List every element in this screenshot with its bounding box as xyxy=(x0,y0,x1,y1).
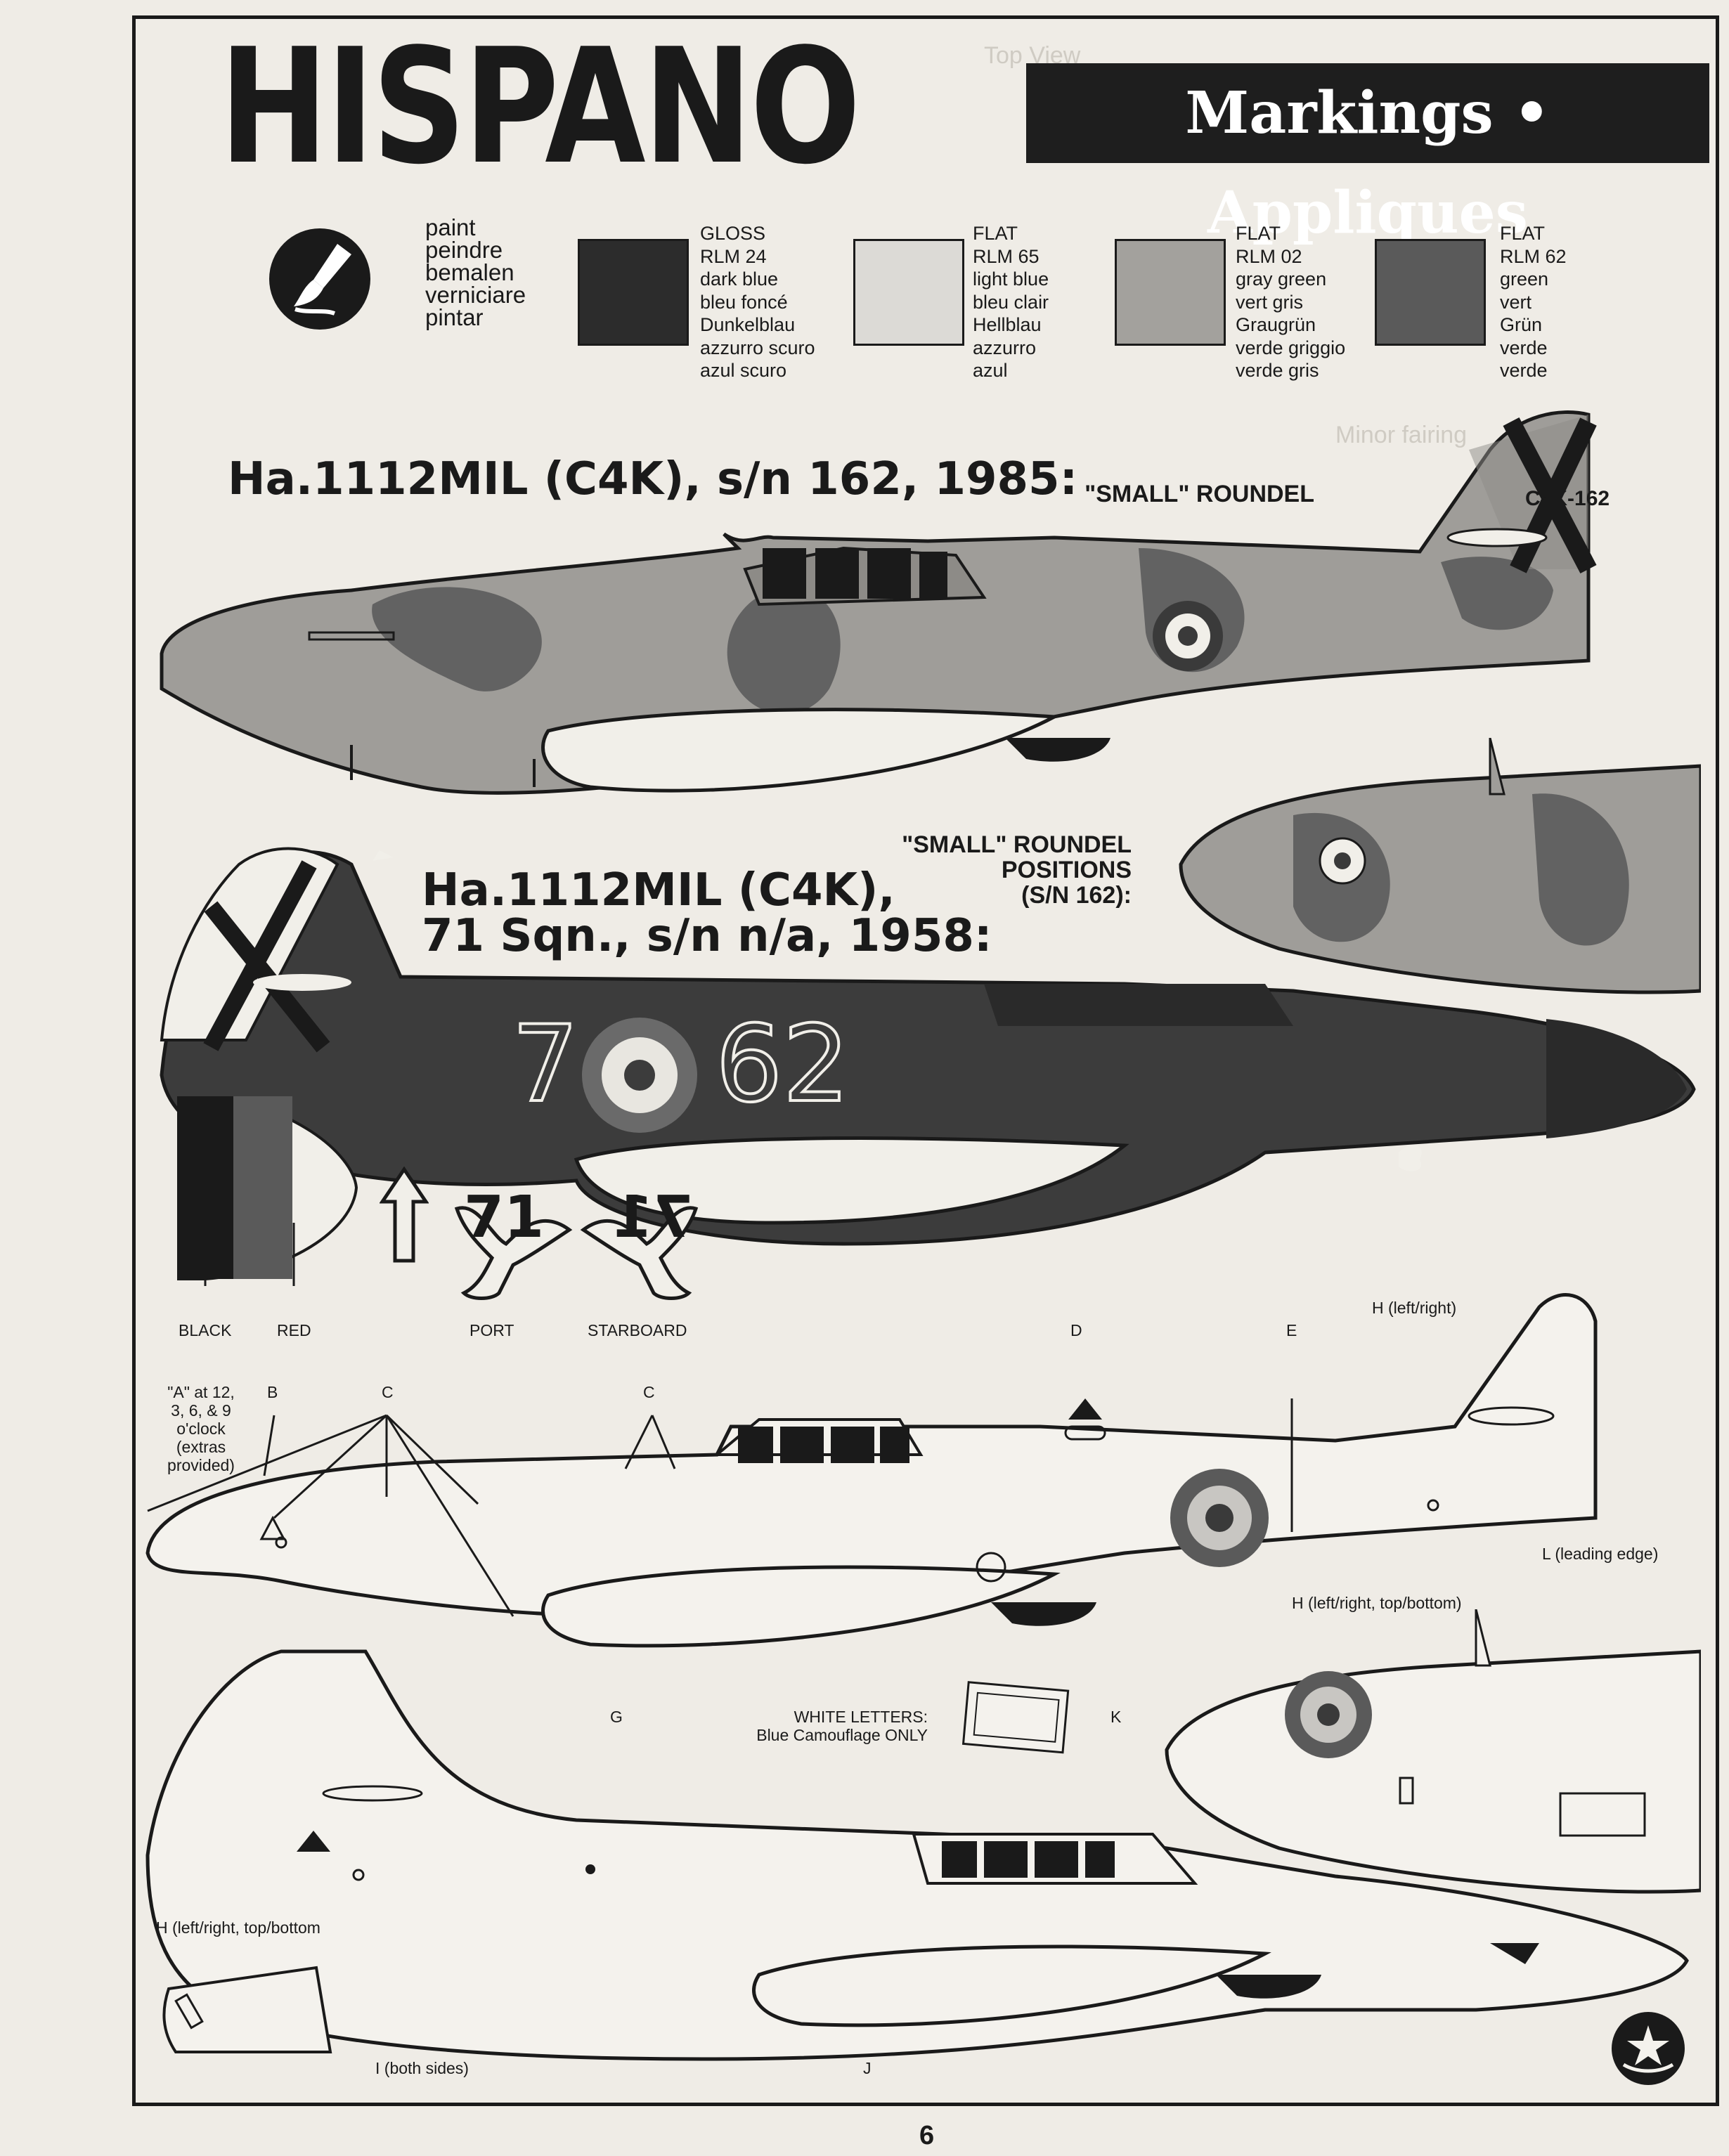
color-swatch-rlm02 xyxy=(1115,239,1226,346)
aircraft-2-title-line-2: 71 Sqn., s/n n/a, 1958: xyxy=(422,910,992,962)
tailplane-detail xyxy=(162,1966,332,2053)
label-b: B xyxy=(267,1383,278,1401)
label-l-leading-edge: L (leading edge) xyxy=(1542,1545,1659,1563)
paint-word: pintar xyxy=(425,304,484,330)
code-right: 62 xyxy=(714,1004,851,1126)
label-h-left-right-top-bottom-2: H (left/right, top/bottom xyxy=(156,1918,320,1937)
label-i-both-sides: I (both sides) xyxy=(375,2059,469,2077)
wing-underside-view xyxy=(1165,1609,1701,1894)
label-j: J xyxy=(863,2059,872,2077)
section-title: Markings • Appliques xyxy=(1026,63,1709,247)
starboard-label: STARBOARD xyxy=(588,1321,687,1339)
tail-code: C4K-162 xyxy=(1525,487,1610,510)
color-swatch-rlm62 xyxy=(1375,239,1486,346)
label-h-left-right: H (left/right) xyxy=(1372,1299,1457,1317)
color-swatch-rlm65 xyxy=(853,239,964,346)
page-frame xyxy=(132,15,1719,2106)
label-white-letters: WHITE LETTERS: Blue Camouflage ONLY xyxy=(756,1708,928,1744)
black-label: BLACK xyxy=(179,1321,232,1339)
paint-word: bemalen xyxy=(425,259,514,285)
aircraft-2-title-line-1: Ha.1112MIL (C4K), xyxy=(422,864,895,916)
spinner-color-guide xyxy=(177,1096,358,1286)
code-left: 7 xyxy=(510,1004,580,1126)
white-letters-decal xyxy=(961,1681,1070,1754)
decal-placement-side-view xyxy=(145,1293,1598,1648)
port-label: PORT xyxy=(470,1321,514,1339)
up-arrow-icon xyxy=(380,1167,429,1263)
label-k: K xyxy=(1110,1708,1122,1726)
label-c-left: C xyxy=(382,1383,394,1401)
aircraft-1-title: Ha.1112MIL (C4K), s/n 162, 1985: xyxy=(228,453,1078,505)
squadron-emblem-port xyxy=(454,1206,573,1300)
color-swatch-rlm24 xyxy=(578,239,689,346)
paint-word: verniciare xyxy=(425,282,526,308)
small-roundel-callout: "SMALL" ROUNDEL xyxy=(1084,481,1314,507)
roundel-positions-callout: "SMALL" ROUNDEL POSITIONS (S/N 162): xyxy=(902,831,1132,909)
label-e: E xyxy=(1286,1321,1297,1339)
leader-lines xyxy=(147,1398,1293,1617)
label-c-right: C xyxy=(643,1383,655,1401)
paint-word: paint xyxy=(425,214,476,240)
manufacturer-logo-icon xyxy=(1612,2012,1685,2085)
paint-words: paint peindre bemalen verniciare pintar xyxy=(425,216,526,329)
paint-word: peindre xyxy=(425,237,503,263)
squadron-emblem-starboard xyxy=(580,1206,699,1300)
label-h-left-right-top-bottom: H (left/right, top/bottom) xyxy=(1292,1594,1462,1612)
decal-placement-underside-view xyxy=(145,1649,1689,2061)
emblem-glyph-starboard: 71 xyxy=(613,1184,694,1251)
emblem-glyph-port: 71 xyxy=(464,1184,545,1251)
page-number: 6 xyxy=(919,2121,935,2150)
paint-brush-icon xyxy=(269,228,370,330)
label-d: D xyxy=(1070,1321,1082,1339)
red-label: RED xyxy=(277,1321,311,1339)
brand-title: HISPANO xyxy=(219,15,861,200)
aircraft-2-profile xyxy=(160,847,1696,1246)
aircraft-1-profile xyxy=(160,410,1597,795)
show-through-text: Minor fairing xyxy=(1335,422,1468,448)
wing-roundel-view xyxy=(1179,738,1701,994)
label-g: G xyxy=(610,1708,623,1726)
